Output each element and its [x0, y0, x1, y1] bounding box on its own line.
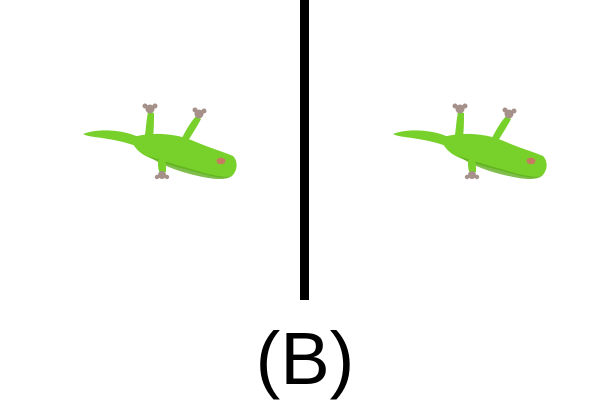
divider-line [300, 0, 309, 300]
panel-right [310, 0, 610, 300]
lizard-icon [78, 98, 243, 188]
caption-label: (B) [255, 317, 355, 400]
panel-left [0, 0, 300, 300]
figure-caption: (B) [0, 318, 610, 400]
lizard-icon [388, 98, 553, 188]
